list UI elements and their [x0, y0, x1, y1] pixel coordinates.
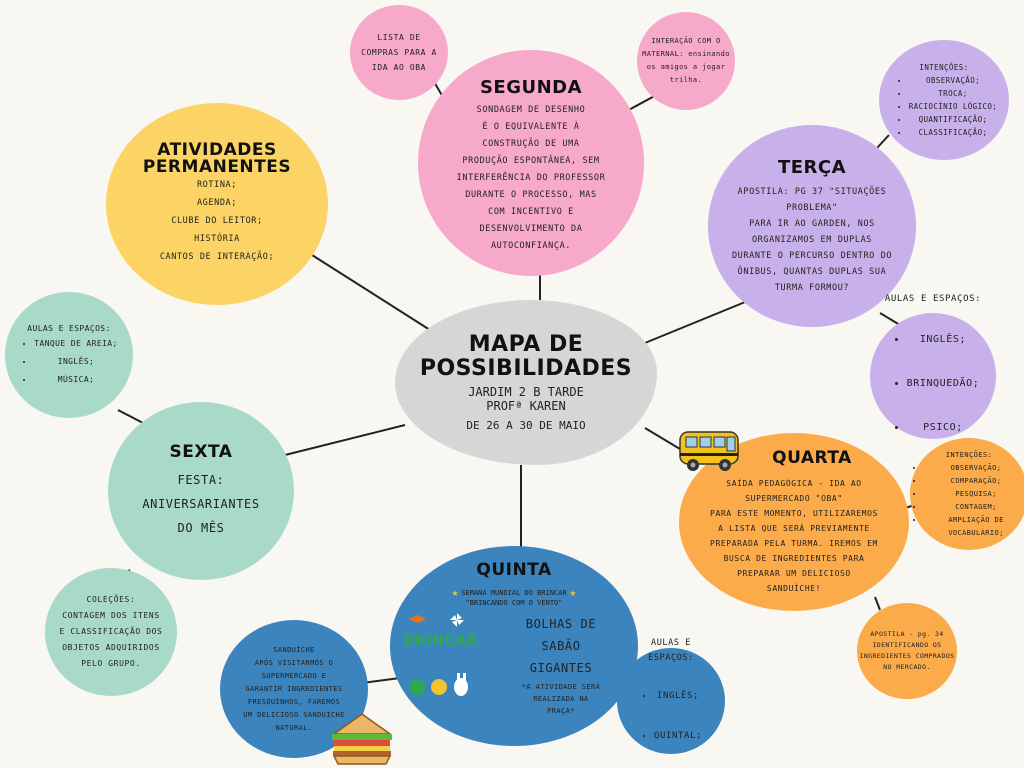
- center-node: MAPA DE POSSIBILIDADES JARDIM 2 B TARDE …: [395, 300, 657, 465]
- terca-intencao-item: OBSERVAÇÃO;: [909, 74, 997, 87]
- quarta-intencoes-heading: INTENÇÕES:: [945, 450, 993, 459]
- center-dates: DE 26 A 30 DE MAIO: [466, 419, 586, 432]
- quarta-intencoes-node: INTENÇÕES: OBSERVAÇÃO; COMPARAÇÃO; PESQU…: [910, 438, 1024, 550]
- terca-intencoes-heading: INTENÇÕES:: [919, 63, 969, 72]
- school-bus-icon: [679, 431, 739, 471]
- terca-intencao-item: TROCA;: [909, 87, 997, 100]
- star-icon: ★: [451, 586, 459, 599]
- quarta-intencao-item: CONTAGEM;: [924, 501, 1024, 514]
- terca-intencao-item: RACIOCÍNIO LÓGICO;: [909, 100, 997, 113]
- atividades-text: ROTINA; AGENDA; CLUBE DO LEITOR; HISTÓRI…: [159, 180, 275, 262]
- quinta-semana: SEMANA MUNDIAL DO BRINCAR: [461, 588, 567, 597]
- quarta-apostila-text: APOSTILA - pg. 34 IDENTIFICANDO OS INGRE…: [859, 630, 955, 671]
- pinwheel-icon: [450, 613, 464, 627]
- quarta-title: QUARTA: [772, 448, 852, 468]
- quinta-nota: *A ATIVIDADE SERÁ REALIZADA NA PRAÇA*: [521, 683, 601, 715]
- lista-compras-text: LISTA DE COMPRAS PARA A IDA AO OBA: [361, 33, 437, 72]
- terca-aulas-node: AULAS E ESPAÇOS: INGLÊS; BRINQUEDÃO; PSI…: [870, 294, 996, 439]
- sexta-aulas-item: INGLÊS;: [34, 353, 117, 371]
- kite-icon: [408, 615, 426, 623]
- colecoes-node: COLEÇÕES: CONTAGEM DOS ITENS E CLASSIFIC…: [45, 568, 177, 696]
- interacao-maternal-node: INTERAÇÃO COM O MATERNAL: ensinando os a…: [637, 12, 735, 110]
- quinta-aulas-heading: AULAS E ESPAÇOS:: [648, 638, 694, 663]
- terca-intencao-item: QUANTIFICAÇÃO;: [909, 113, 997, 126]
- quarta-intencao-item: AMPLIAÇÃO DE VOCABULÁRIO;: [924, 514, 1024, 540]
- brincar-logo-text: BRINCAR: [404, 633, 478, 649]
- terca-aulas-item: PSICO;: [907, 417, 980, 439]
- sexta-aulas-item: TANQUE DE AREIA;: [34, 335, 117, 353]
- quinta-brincando: "BRINCANDO COM O VENTO": [465, 599, 563, 607]
- quinta-aulas-item: QUINTAL;: [654, 726, 702, 746]
- center-teacher: PROFª KAREN: [486, 399, 566, 413]
- terca-node: TERÇA APOSTILA: PG 37 "SITUAÇÕES PROBLEM…: [708, 125, 916, 327]
- quarta-text: SAÍDA PEDAGÓGICA - IDA AO SUPERMERCADO "…: [710, 479, 878, 593]
- sexta-aulas-item: MÚSICA;: [34, 371, 117, 389]
- terca-aulas-item: INGLÊS;: [907, 329, 980, 351]
- sexta-text: FESTA: ANIVERSARIANTES DO MÊS: [142, 473, 260, 535]
- quarta-intencao-item: COMPARAÇÃO;: [924, 475, 1024, 488]
- terca-aulas-item: BRINQUEDÃO;: [907, 373, 980, 395]
- colecoes-text: COLEÇÕES: CONTAGEM DOS ITENS E CLASSIFIC…: [59, 595, 163, 668]
- terca-intencoes-node: INTENÇÕES: OBSERVAÇÃO; TROCA; RACIOCÍNIO…: [879, 40, 1009, 160]
- quinta-sanduiche-text: SANDUÍCHE APÓS VISITARMOS O SUPERMERCADO…: [243, 645, 345, 732]
- segunda-node: SEGUNDA SONDAGEM DE DESENHO É O EQUIVALE…: [418, 50, 644, 276]
- quinta-bolhas: BOLHAS DE SABÃO GIGANTES: [525, 617, 597, 675]
- interacao-maternal-text: INTERAÇÃO COM O MATERNAL: ensinando os a…: [642, 37, 730, 84]
- sexta-aulas-heading: AULAS E ESPAÇOS:: [27, 323, 111, 333]
- atividades-node: ATIVIDADES PERMANENTES ROTINA; AGENDA; C…: [106, 103, 328, 305]
- quinta-aulas-node: AULAS E ESPAÇOS: INGLÊS; QUINTAL;: [617, 638, 725, 754]
- terca-text: APOSTILA: PG 37 "SITUAÇÕES PROBLEMA" PAR…: [731, 186, 893, 293]
- sexta-title: SEXTA: [169, 442, 233, 462]
- segunda-title: SEGUNDA: [479, 77, 583, 98]
- quinta-node: QUINTA ★ SEMANA MUNDIAL DO BRINCAR ★ "BR…: [390, 546, 638, 746]
- quarta-apostila-node: APOSTILA - pg. 34 IDENTIFICANDO OS INGRE…: [857, 603, 957, 699]
- segunda-text: SONDAGEM DE DESENHO É O EQUIVALENTE À CO…: [456, 105, 606, 251]
- sexta-aulas-node: AULAS E ESPAÇOS: TANQUE DE AREIA; INGLÊS…: [5, 292, 133, 418]
- quarta-intencao-item: OBSERVAÇÃO;: [924, 462, 1024, 475]
- kids-illustration-icon: [409, 673, 468, 696]
- center-class: JARDIM 2 B TARDE: [468, 385, 584, 399]
- terca-title: TERÇA: [777, 156, 847, 178]
- atividades-title-2: PERMANENTES: [142, 157, 292, 177]
- sexta-node: SEXTA FESTA: ANIVERSARIANTES DO MÊS: [108, 402, 294, 580]
- center-title-line2: POSSIBILIDADES: [419, 356, 633, 381]
- quinta-aulas-item: INGLÊS;: [654, 686, 702, 706]
- atividades-title-1: ATIVIDADES: [157, 140, 277, 160]
- sandwich-icon: [331, 713, 393, 765]
- terca-intencao-item: CLASSIFICAÇÃO;: [909, 126, 997, 139]
- terca-aulas-heading: AULAS E ESPAÇOS:: [884, 294, 982, 304]
- lista-compras-node: LISTA DE COMPRAS PARA A IDA AO OBA: [350, 5, 448, 100]
- star-icon: ★: [569, 586, 577, 599]
- quinta-title: QUINTA: [476, 560, 552, 580]
- brincar-logo: BRINCAR: [402, 613, 478, 673]
- quarta-intencao-item: PESQUISA;: [924, 488, 1024, 501]
- center-title-line1: MAPA DE: [468, 332, 584, 357]
